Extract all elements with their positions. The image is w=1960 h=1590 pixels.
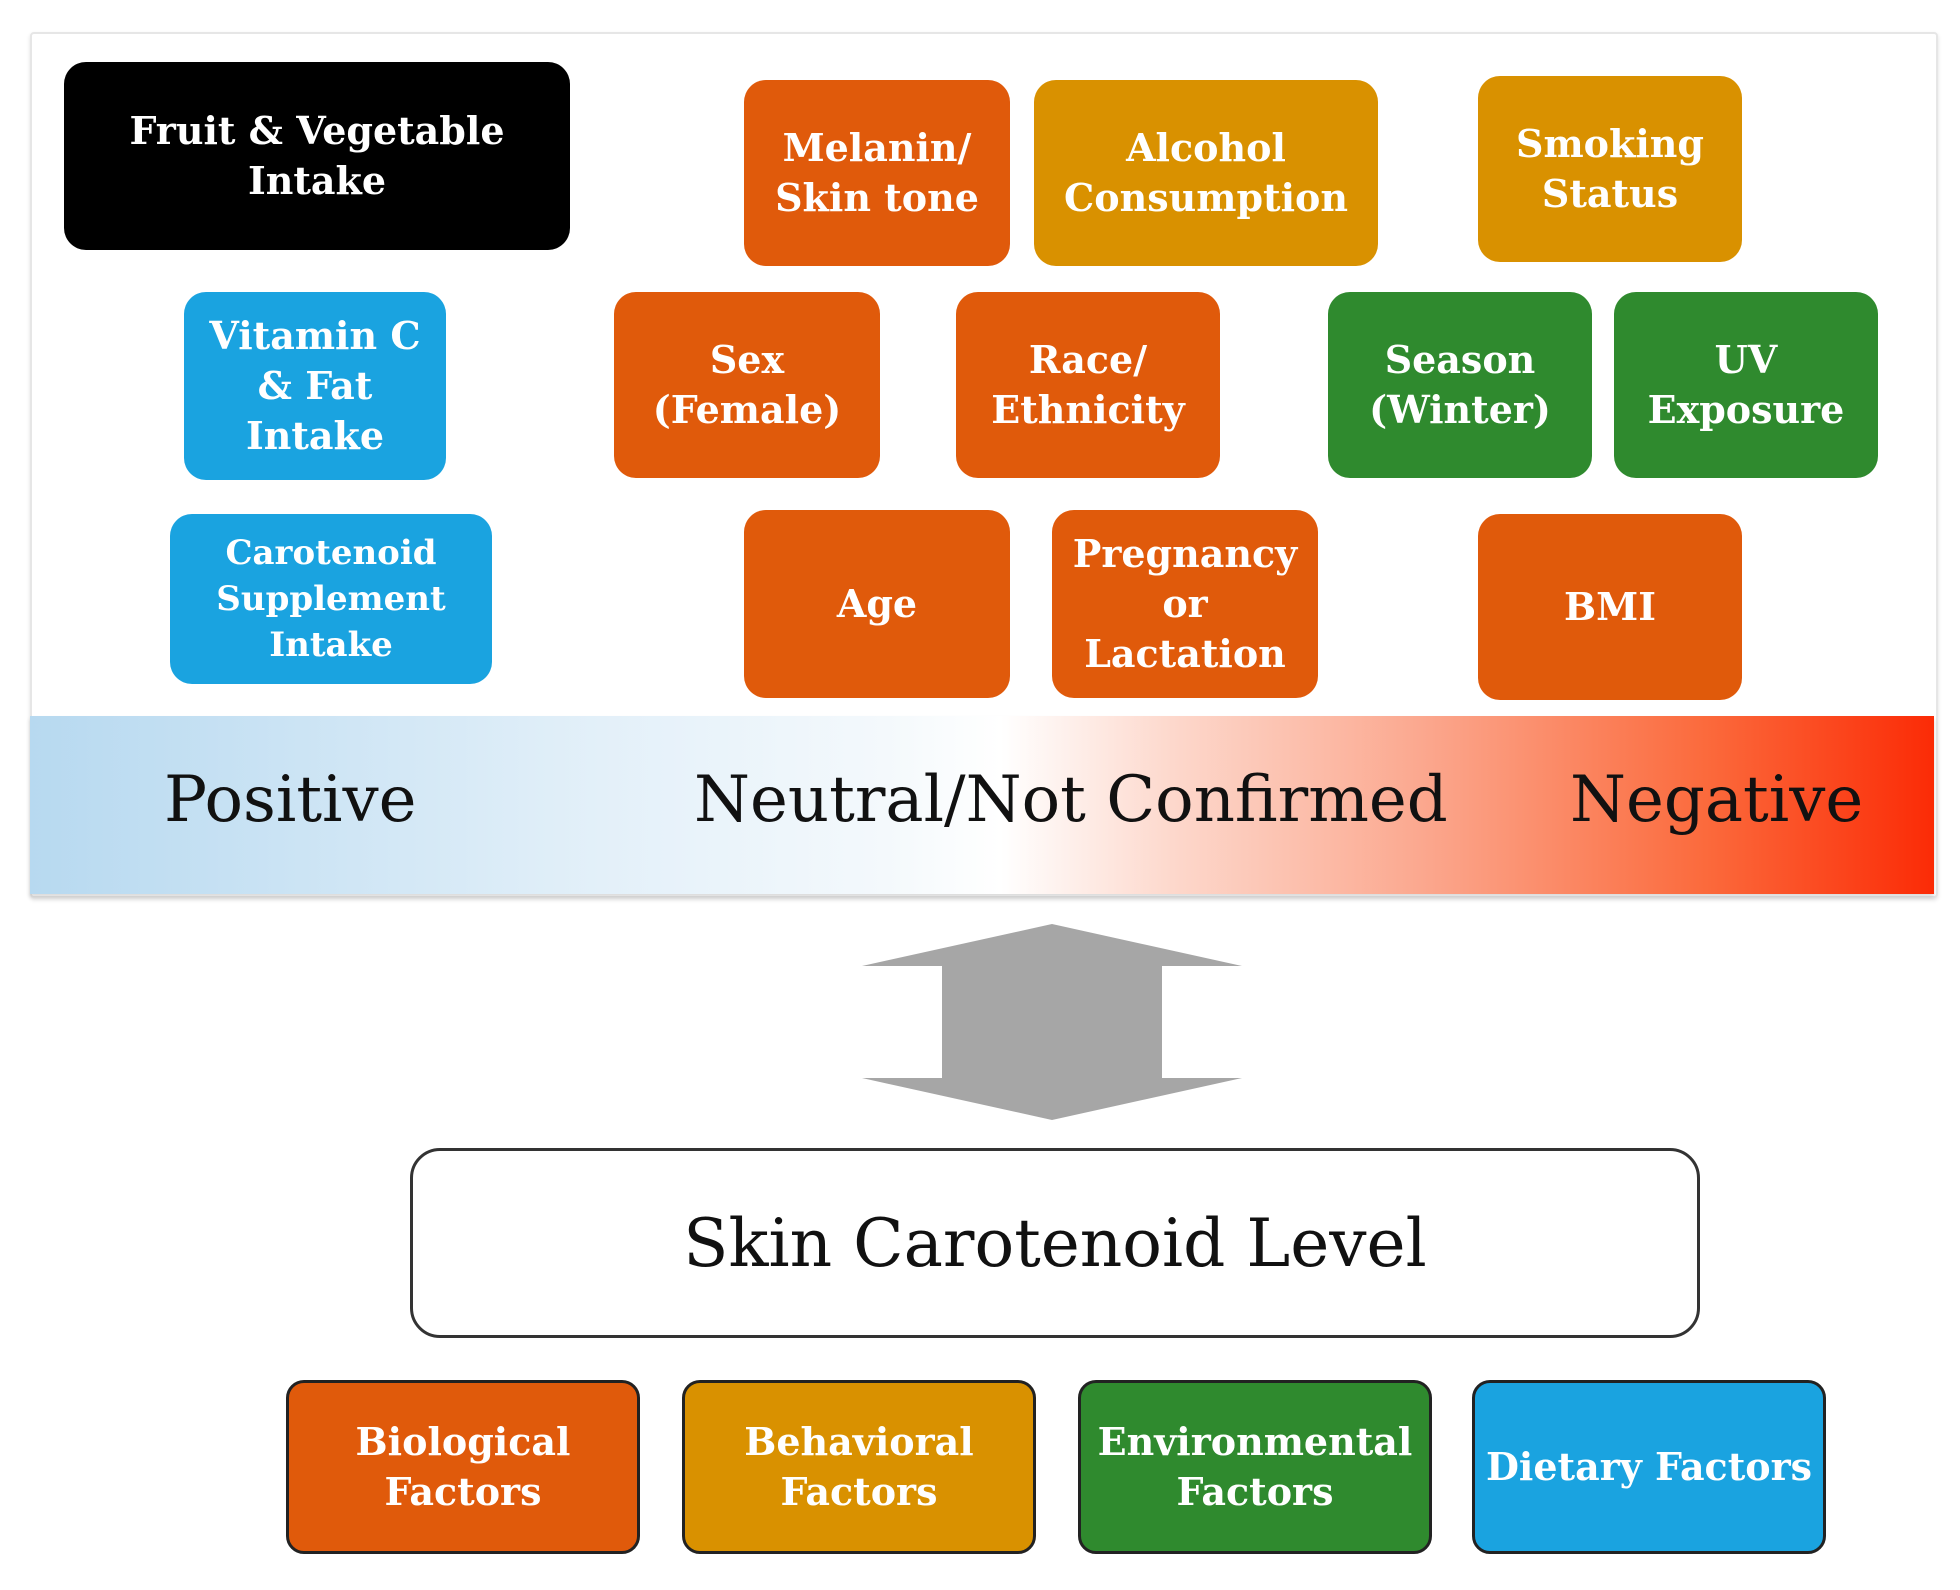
factor-sex-female: Sex (Female) — [614, 292, 880, 478]
factor-season-winter: Season (Winter) — [1328, 292, 1592, 478]
scale-label-negative: Negative — [1570, 763, 1864, 837]
factor-age: Age — [744, 510, 1010, 698]
skin-carotenoid-level-box: Skin Carotenoid Level — [410, 1148, 1700, 1338]
factor-alcohol-consumption: Alcohol Consumption — [1034, 80, 1378, 266]
factor-bmi: BMI — [1478, 514, 1742, 700]
factor-smoking-status: Smoking Status — [1478, 76, 1742, 262]
legend-environmental-factors: Environmental Factors — [1078, 1380, 1432, 1554]
legend-behavioral-factors: Behavioral Factors — [682, 1380, 1036, 1554]
factor-pregnancy-lactation: Pregnancy or Lactation — [1052, 510, 1318, 698]
double-vertical-arrow-icon — [862, 924, 1242, 1120]
factor-race-ethnicity: Race/ Ethnicity — [956, 292, 1220, 478]
factor-fruit-vegetable-intake: Fruit & Vegetable Intake — [64, 62, 570, 250]
factor-carotenoid-supplement-intake: Carotenoid Supplement Intake — [170, 514, 492, 684]
factor-vitamin-c-fat-intake: Vitamin C & Fat Intake — [184, 292, 446, 480]
legend-biological-factors: Biological Factors — [286, 1380, 640, 1554]
factor-melanin-skin-tone: Melanin/ Skin tone — [744, 80, 1010, 266]
arrow-shape — [862, 924, 1242, 1120]
scale-label-neutral: Neutral/Not Confirmed — [694, 763, 1448, 837]
scale-label-positive: Positive — [164, 763, 417, 837]
effect-gradient-bar — [30, 716, 1934, 894]
factor-uv-exposure: UV Exposure — [1614, 292, 1878, 478]
legend-dietary-factors: Dietary Factors — [1472, 1380, 1826, 1554]
